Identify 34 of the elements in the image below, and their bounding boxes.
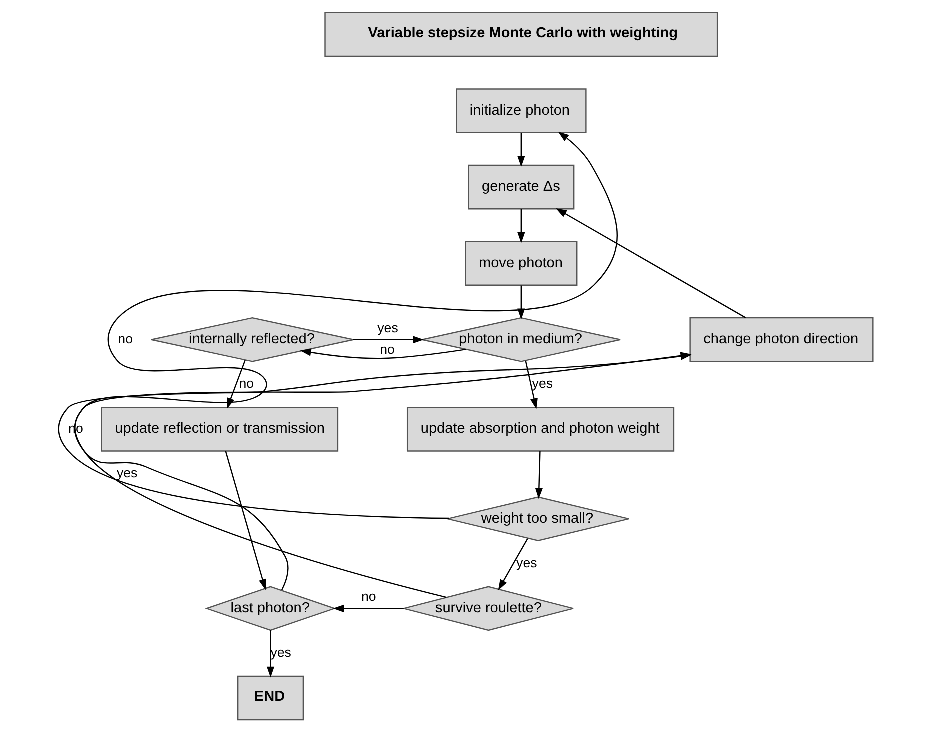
arrow [225, 451, 266, 590]
node-diamond: survive roulette? [403, 586, 574, 632]
node-box: change photon direction [690, 317, 874, 362]
arrow [498, 538, 528, 591]
edge-label: no [362, 589, 376, 604]
edge-label: no [118, 331, 133, 346]
arrow [525, 360, 538, 410]
edge-label: yes [532, 376, 554, 392]
arrow [518, 133, 526, 168]
arrow [266, 630, 275, 678]
arrow [518, 209, 526, 244]
node-diamond: weight too small? [447, 496, 630, 542]
edge-label: no [239, 376, 254, 392]
arrow [300, 348, 466, 360]
node-box: END [237, 676, 304, 721]
edge-label: yes [116, 466, 138, 481]
arrow [353, 336, 424, 344]
node-box: update reflection or transmission [101, 407, 339, 452]
arrow [333, 604, 404, 612]
arrow [535, 451, 543, 500]
node-diamond: internally reflected? [150, 317, 354, 362]
node-diamond: photon in medium? [422, 317, 622, 362]
edge-label: yes [378, 320, 398, 336]
node-box: update absorption and photon weight [406, 407, 675, 452]
node-box: move photon [465, 241, 578, 286]
node-diamond: last photon? [204, 586, 337, 632]
edge-label: yes [516, 555, 538, 570]
edge-label: no [380, 342, 395, 358]
node-box: Variable stepsize Monte Carlo with weighting [324, 12, 718, 58]
arrow [556, 208, 746, 318]
node-box: initialize photon [456, 88, 587, 134]
node-box: generate Δs [468, 164, 575, 210]
arrow [227, 360, 246, 410]
arrow [75, 132, 618, 590]
